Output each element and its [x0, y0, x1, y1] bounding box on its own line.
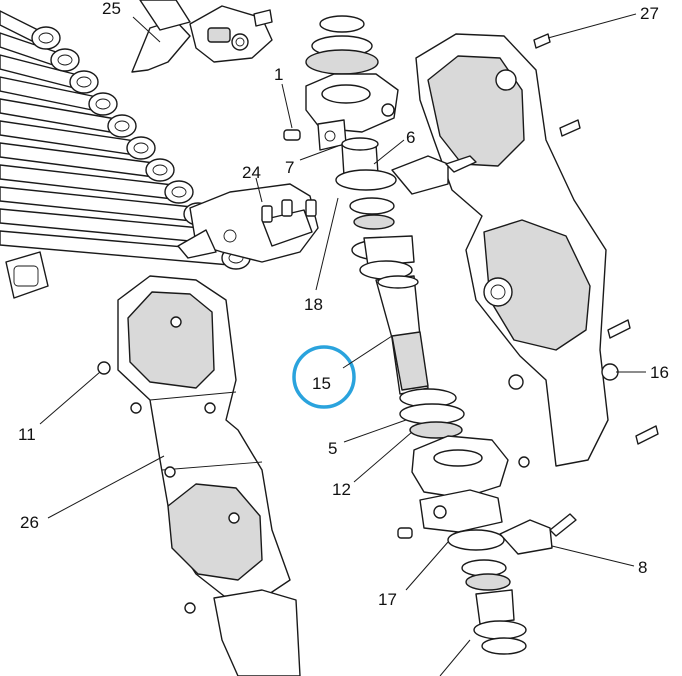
radiator-coil	[31, 26, 61, 50]
radiator-end-cap	[5, 251, 49, 299]
cap-left-16	[508, 374, 524, 390]
bolt-lower	[397, 527, 413, 539]
radiator-coil	[126, 136, 156, 160]
heat-shield-26	[117, 275, 301, 676]
radiator-coil-inner	[95, 98, 111, 110]
callout-5: 5	[328, 439, 337, 458]
cap-16	[601, 363, 619, 381]
callout-18: 18	[304, 295, 323, 314]
bolt-shield-bottom	[635, 425, 659, 445]
callout-12: 12	[332, 480, 351, 499]
radiator-outlet	[13, 265, 39, 287]
centre-assembly	[305, 15, 577, 655]
bolt-1	[283, 129, 301, 141]
radiator-coil-inner	[38, 32, 54, 44]
leader-lines	[39, 13, 646, 676]
nut-11	[97, 361, 111, 375]
bolt-shield-right	[607, 319, 631, 339]
bracket-25	[131, 0, 273, 73]
callout-16: 16	[650, 363, 669, 382]
callout-7: 7	[285, 158, 294, 177]
radiator-coil	[145, 158, 175, 182]
callout-6: 6	[406, 128, 415, 147]
radiator-coil-inner	[171, 186, 187, 198]
fasteners	[97, 33, 659, 614]
nut-right	[518, 456, 530, 468]
bracket-24	[177, 183, 319, 263]
callout-24: 24	[242, 163, 261, 182]
radiator-coil	[88, 92, 118, 116]
callout-17: 17	[378, 590, 397, 609]
radiator-coil	[50, 48, 80, 72]
radiator-coil-inner	[76, 76, 92, 88]
radiator-coil	[69, 70, 99, 94]
callout-1: 1	[274, 65, 283, 84]
radiator-coil-inner	[114, 120, 130, 132]
callout-15: 15	[312, 374, 331, 393]
callout-26: 26	[20, 513, 39, 532]
callout-8: 8	[638, 558, 647, 577]
highlight-ring	[292, 345, 356, 409]
callout-11: 11	[18, 425, 36, 444]
radiator-coil-inner	[133, 142, 149, 154]
callout-25: 25	[102, 0, 121, 18]
radiator	[0, 10, 251, 299]
callout-27: 27	[640, 4, 659, 23]
bolt-27b	[559, 119, 581, 137]
radiator-coil	[164, 180, 194, 204]
radiator-coil	[107, 114, 137, 138]
radiator-tubes	[0, 10, 231, 266]
radiator-coil-inner	[152, 164, 168, 176]
bolt-27	[533, 33, 551, 49]
radiator-coil-inner	[57, 54, 73, 66]
heat-shield-27	[415, 33, 609, 467]
callout-labels: 25 27 1 6 7 24 18 16 15 11 5 12 26 8 17	[18, 0, 669, 609]
